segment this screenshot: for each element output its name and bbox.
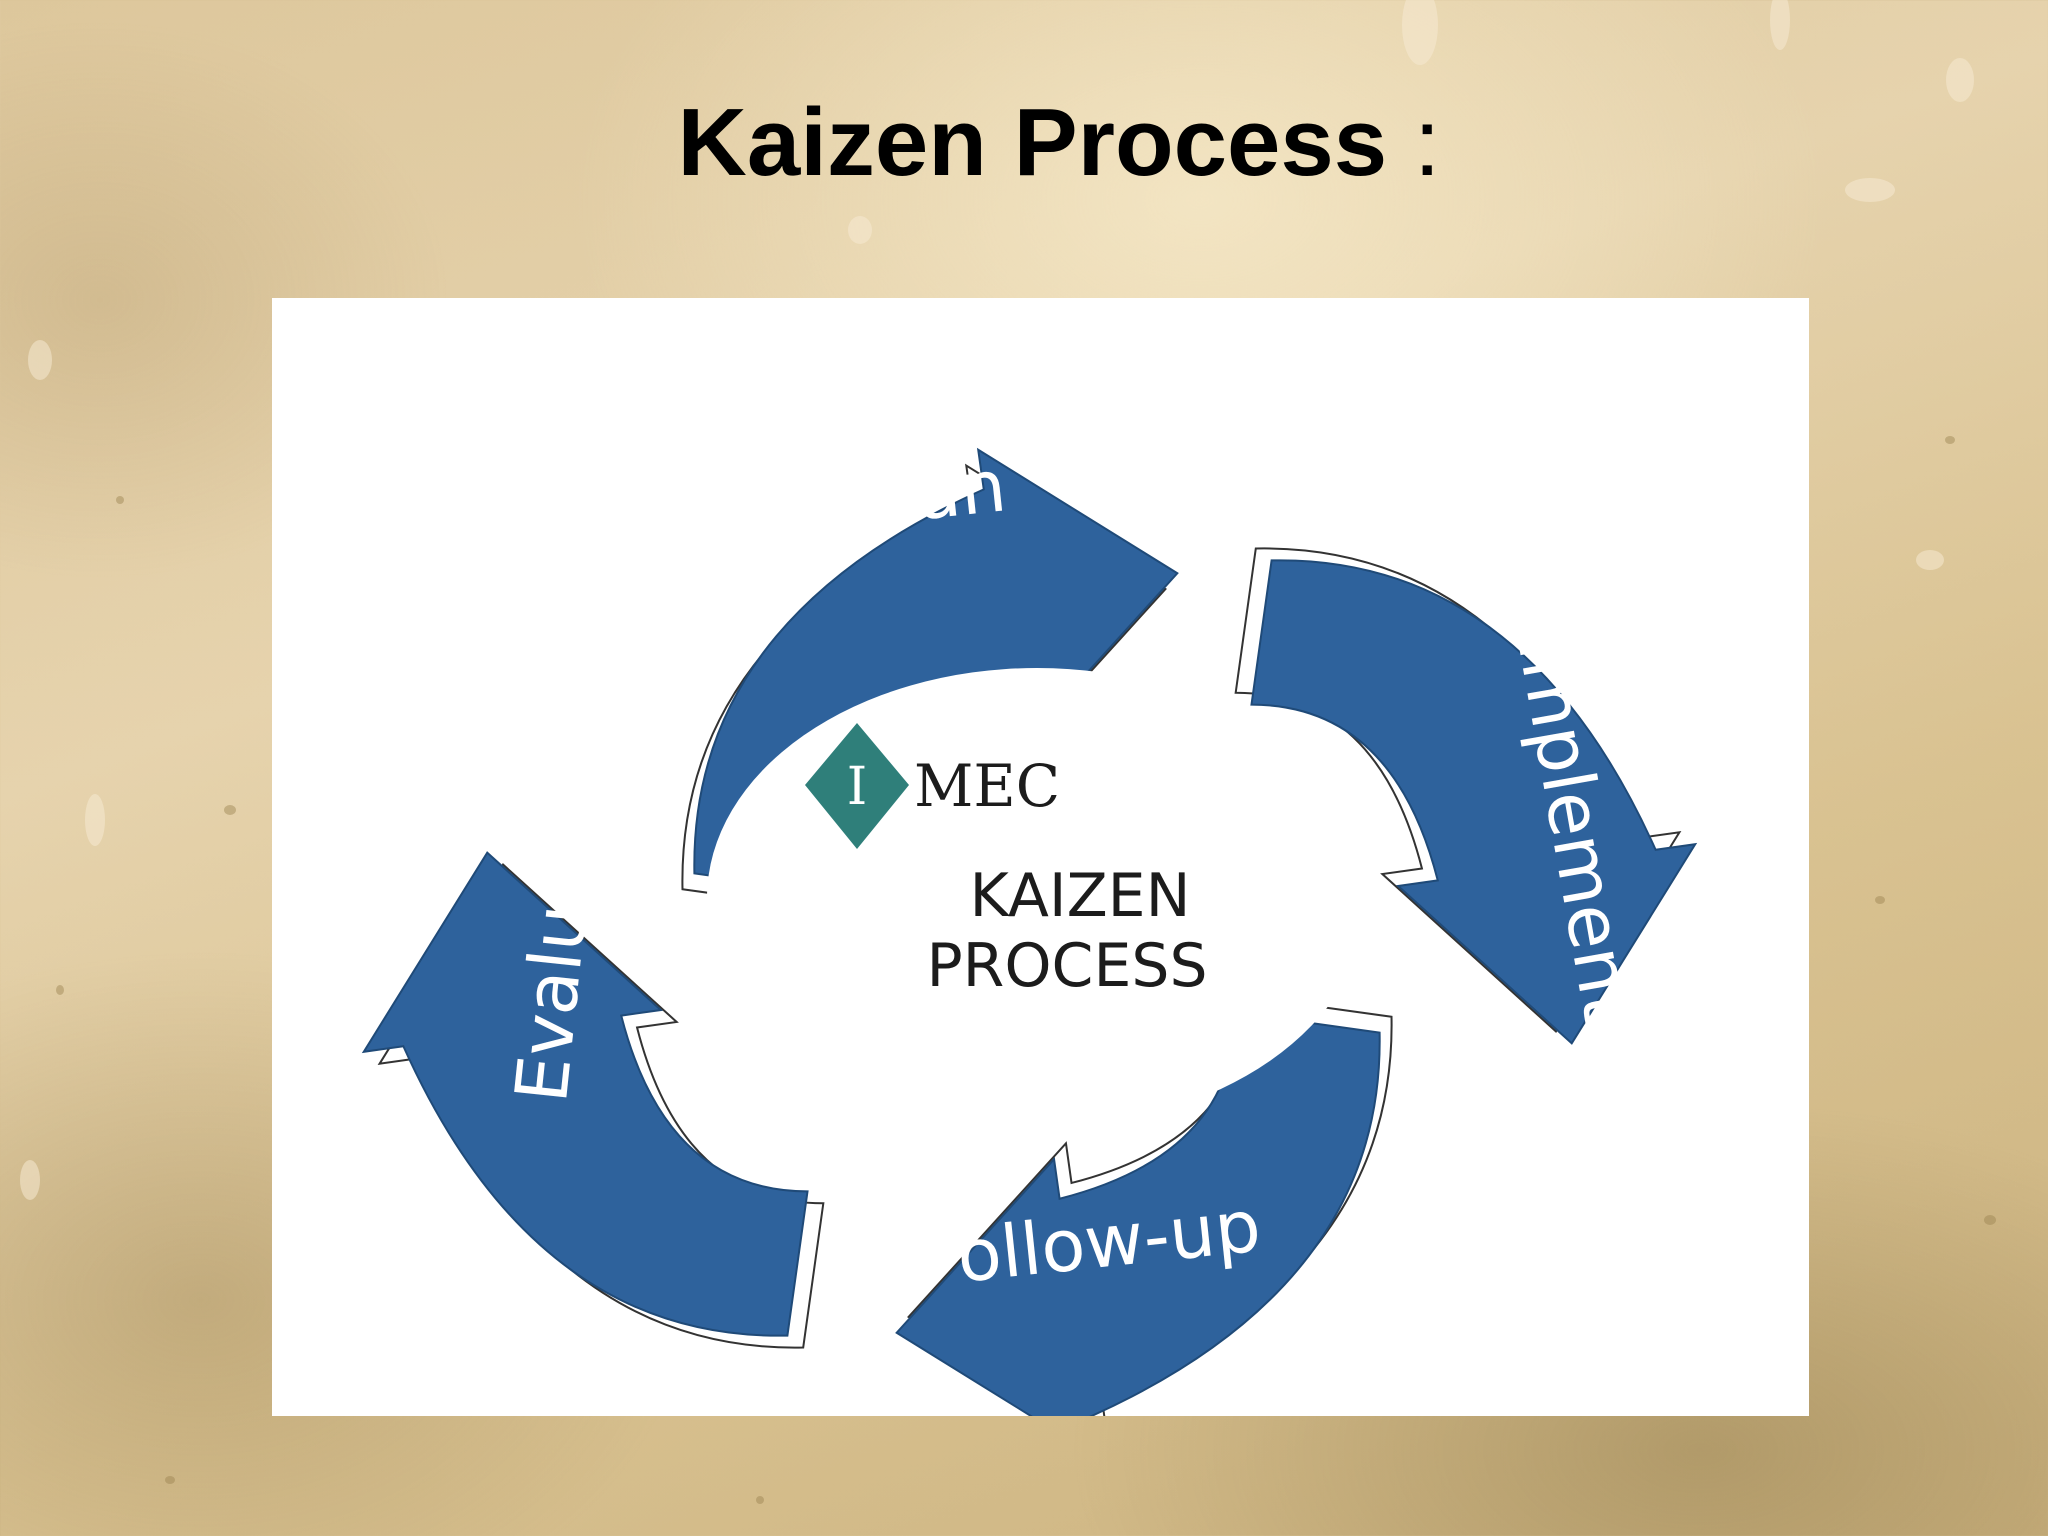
logo-text: MEC	[914, 752, 1060, 820]
slide-title: Kaizen Process :	[0, 88, 2048, 198]
logo-diamond-icon	[805, 723, 909, 849]
center-label-line1: KAIZEN	[970, 861, 1191, 931]
slide-title-colon: :	[1413, 89, 1441, 196]
slide-title-text: Kaizen Process	[677, 89, 1388, 196]
center-label-line2: PROCESS	[926, 931, 1207, 1001]
stage-label-plan: Plan	[849, 443, 1010, 543]
imec-logo: I MEC	[805, 723, 1060, 849]
kaizen-cycle-diagram: Plan Implement Follow-up Evaluate I MEC …	[337, 423, 1722, 1416]
kaizen-diagram-panel: Plan Implement Follow-up Evaluate I MEC …	[272, 298, 1809, 1416]
logo-letter: I	[847, 757, 868, 817]
